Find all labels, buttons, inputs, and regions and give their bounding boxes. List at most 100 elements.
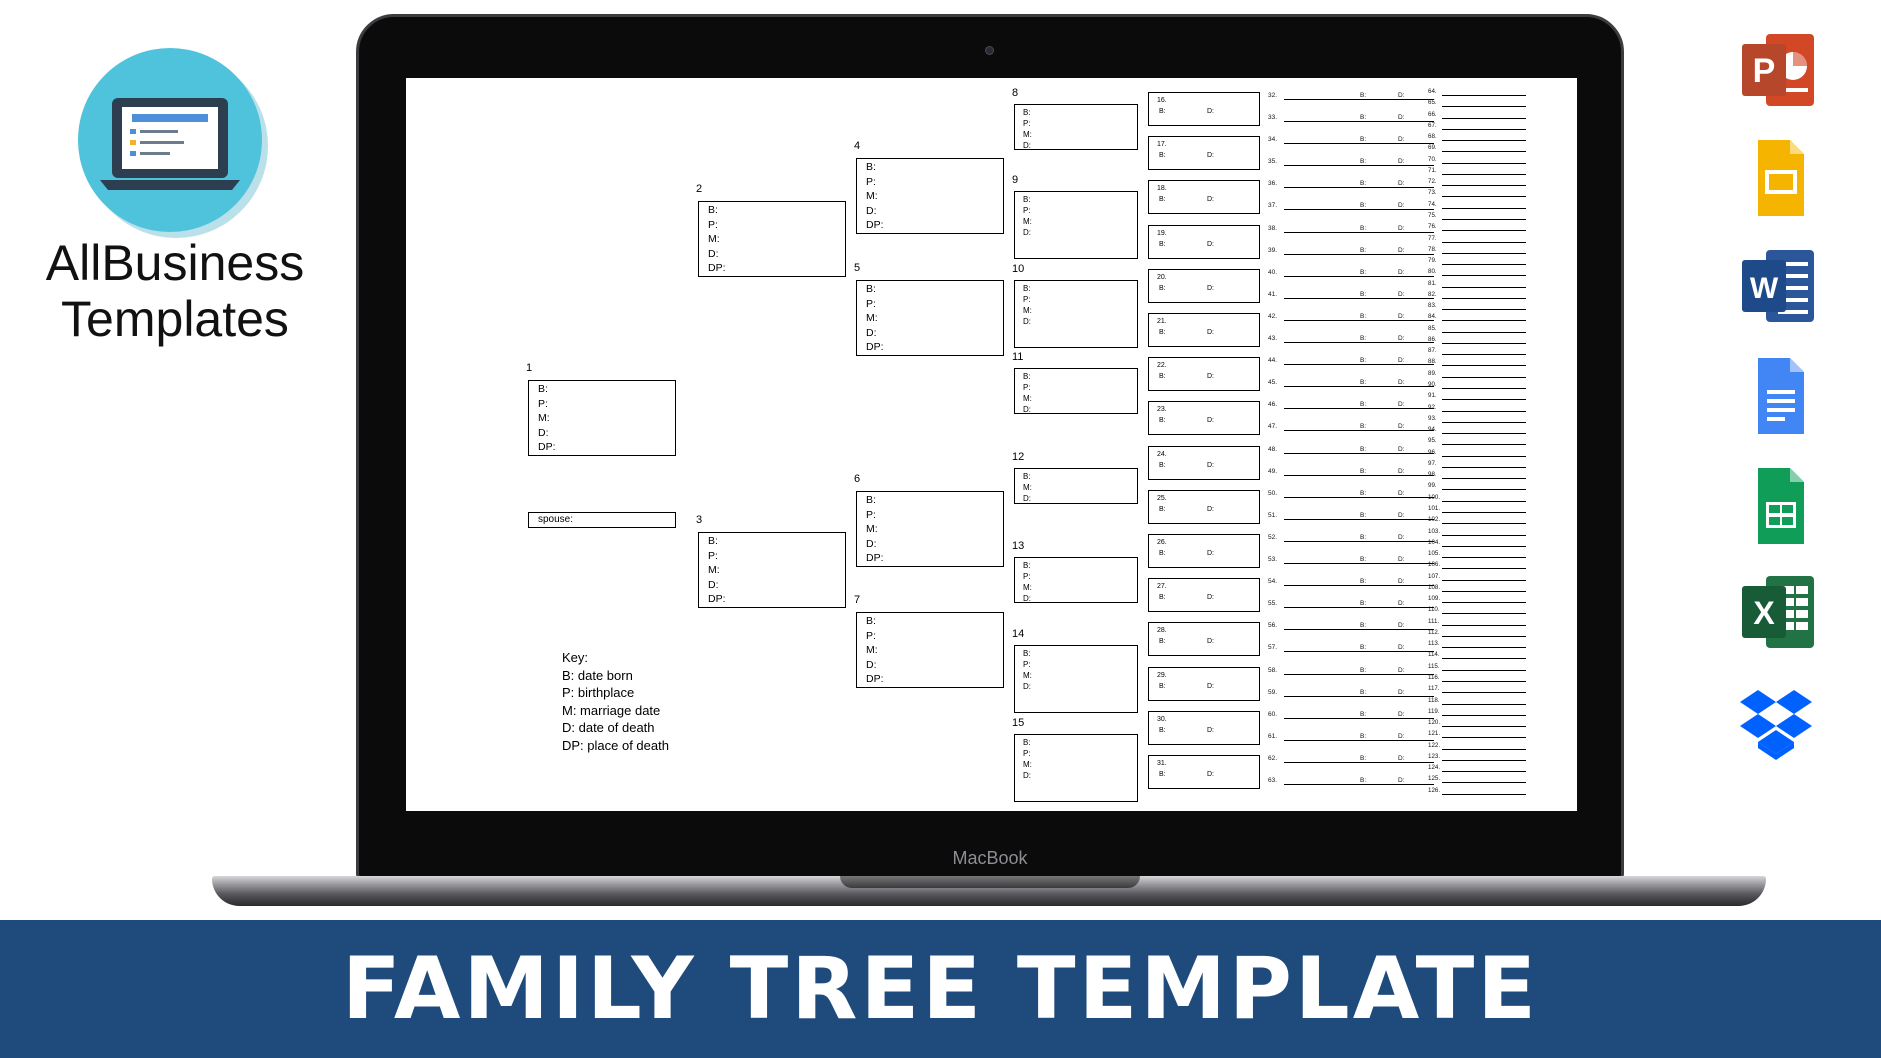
ancestor-box[interactable]: 17.B:D: (1148, 136, 1260, 171)
person-box[interactable]: B:P:M:D: (1014, 280, 1138, 348)
ancestor-line[interactable]: 57.B:D: (1268, 644, 1448, 656)
ancestor-line[interactable]: 86. (1428, 336, 1538, 346)
ancestor-line[interactable]: 98. (1428, 471, 1538, 481)
ancestor-line[interactable]: 91. (1428, 392, 1538, 402)
person-box[interactable]: B:P:M:D:DP: (856, 491, 1004, 567)
ancestor-box[interactable]: 28.B:D: (1148, 622, 1260, 657)
ancestor-line[interactable]: 90. (1428, 381, 1538, 391)
ancestor-box[interactable]: 31.B:D: (1148, 755, 1260, 789)
ancestor-line[interactable]: 58.B:D: (1268, 667, 1448, 679)
person-box[interactable]: B:P:M:D:DP: (528, 380, 676, 456)
ancestor-line[interactable]: 33.B:D: (1268, 114, 1448, 126)
ancestor-line[interactable]: 95. (1428, 437, 1538, 447)
ancestor-line[interactable]: 60.B:D: (1268, 711, 1448, 723)
ancestor-line[interactable]: 76. (1428, 223, 1538, 233)
ancestor-line[interactable]: 102. (1428, 516, 1538, 526)
ancestor-line[interactable]: 71. (1428, 167, 1538, 177)
ancestor-line[interactable]: 45.B:D: (1268, 379, 1448, 391)
ancestor-line[interactable]: 44.B:D: (1268, 357, 1448, 369)
ancestor-line[interactable]: 121. (1428, 730, 1538, 740)
excel-icon[interactable]: X (1738, 572, 1818, 652)
ancestor-line[interactable]: 112. (1428, 629, 1538, 639)
ancestor-box[interactable]: 26.B:D: (1148, 534, 1260, 568)
google-sheets-icon[interactable] (1738, 466, 1818, 546)
ancestor-line[interactable]: 39.B:D: (1268, 247, 1448, 259)
ancestor-line[interactable]: 49.B:D: (1268, 468, 1448, 480)
ancestor-line[interactable]: 32.B:D: (1268, 92, 1448, 104)
ancestor-line[interactable]: 119. (1428, 708, 1538, 718)
ancestor-line[interactable]: 96. (1428, 449, 1538, 459)
ancestor-line[interactable]: 34.B:D: (1268, 136, 1448, 148)
ancestor-line[interactable]: 92. (1428, 404, 1538, 414)
person-box[interactable]: B:P:M:D: (1014, 645, 1138, 713)
ancestor-line[interactable]: 97. (1428, 460, 1538, 470)
ancestor-line[interactable]: 70. (1428, 156, 1538, 166)
ancestor-line[interactable]: 48.B:D: (1268, 446, 1448, 458)
ancestor-line[interactable]: 56.B:D: (1268, 622, 1448, 634)
ancestor-box[interactable]: 21.B:D: (1148, 313, 1260, 347)
ancestor-line[interactable]: 68. (1428, 133, 1538, 143)
ancestor-line[interactable]: 75. (1428, 212, 1538, 222)
ancestor-line[interactable]: 107. (1428, 573, 1538, 583)
ancestor-line[interactable]: 93. (1428, 415, 1538, 425)
ancestor-box[interactable]: 24.B:D: (1148, 445, 1260, 480)
ancestor-line[interactable]: 55.B:D: (1268, 600, 1448, 612)
ancestor-line[interactable]: 73. (1428, 189, 1538, 199)
ancestor-line[interactable]: 65. (1428, 99, 1538, 109)
ancestor-line[interactable]: 124. (1428, 764, 1538, 774)
ancestor-line[interactable]: 110. (1428, 606, 1538, 616)
ancestor-line[interactable]: 42.B:D: (1268, 313, 1448, 325)
ancestor-line[interactable]: 74. (1428, 201, 1538, 211)
ancestor-line[interactable]: 63.B:D: (1268, 777, 1448, 789)
ancestor-line[interactable]: 35.B:D: (1268, 158, 1448, 170)
ancestor-line[interactable]: 50.B:D: (1268, 490, 1448, 502)
ancestor-box[interactable]: 18.B:D: (1148, 180, 1260, 215)
ancestor-line[interactable]: 47.B:D: (1268, 423, 1448, 435)
ancestor-box[interactable]: 30.B:D: (1148, 710, 1260, 745)
dropbox-icon[interactable] (1736, 686, 1816, 766)
ancestor-line[interactable]: 126. (1428, 787, 1538, 797)
ancestor-line[interactable]: 87. (1428, 347, 1538, 357)
ancestor-line[interactable]: 78. (1428, 246, 1538, 256)
ancestor-line[interactable]: 123. (1428, 753, 1538, 763)
ancestor-box[interactable]: 22.B:D: (1148, 357, 1260, 392)
person-box[interactable]: B:P:M:D:DP: (856, 280, 1004, 356)
ancestor-line[interactable]: 100. (1428, 494, 1538, 504)
ancestor-line[interactable]: 122. (1428, 742, 1538, 752)
person-box[interactable]: B:P:M:D:DP: (856, 158, 1004, 234)
ancestor-line[interactable]: 61.B:D: (1268, 733, 1448, 745)
ancestor-line[interactable]: 53.B:D: (1268, 556, 1448, 568)
person-box[interactable]: B:P:M:D: (1014, 104, 1138, 150)
ancestor-line[interactable]: 117. (1428, 685, 1538, 695)
word-icon[interactable]: W (1738, 246, 1818, 326)
ancestor-line[interactable]: 37.B:D: (1268, 202, 1448, 214)
ancestor-line[interactable]: 72. (1428, 178, 1538, 188)
ancestor-line[interactable]: 46.B:D: (1268, 401, 1448, 413)
ancestor-box[interactable]: 23.B:D: (1148, 401, 1260, 436)
ancestor-line[interactable]: 85. (1428, 325, 1538, 335)
ancestor-line[interactable]: 111. (1428, 618, 1538, 628)
ancestor-line[interactable]: 36.B:D: (1268, 180, 1448, 192)
ancestor-line[interactable]: 54.B:D: (1268, 578, 1448, 590)
google-slides-icon[interactable] (1738, 138, 1818, 218)
person-box[interactable]: B:P:M:D: (1014, 191, 1138, 259)
ancestor-line[interactable]: 109. (1428, 595, 1538, 605)
ancestor-line[interactable]: 94. (1428, 426, 1538, 436)
ancestor-line[interactable]: 105. (1428, 550, 1538, 560)
ancestor-line[interactable]: 52.B:D: (1268, 534, 1448, 546)
ancestor-line[interactable]: 99. (1428, 482, 1538, 492)
ancestor-line[interactable]: 80. (1428, 268, 1538, 278)
ancestor-line[interactable]: 103. (1428, 528, 1538, 538)
ancestor-line[interactable]: 40.B:D: (1268, 269, 1448, 281)
ancestor-line[interactable]: 108. (1428, 584, 1538, 594)
ancestor-line[interactable]: 62.B:D: (1268, 755, 1448, 767)
person-box[interactable]: B:P:M:D:DP: (856, 612, 1004, 688)
ancestor-line[interactable]: 66. (1428, 111, 1538, 121)
ancestor-line[interactable]: 106. (1428, 561, 1538, 571)
ancestor-line[interactable]: 51.B:D: (1268, 512, 1448, 524)
ancestor-line[interactable]: 77. (1428, 235, 1538, 245)
powerpoint-icon[interactable]: P (1738, 30, 1818, 110)
ancestor-box[interactable]: 27.B:D: (1148, 578, 1260, 613)
google-docs-icon[interactable] (1738, 356, 1818, 436)
person-box[interactable]: B:P:M:D: (1014, 557, 1138, 603)
